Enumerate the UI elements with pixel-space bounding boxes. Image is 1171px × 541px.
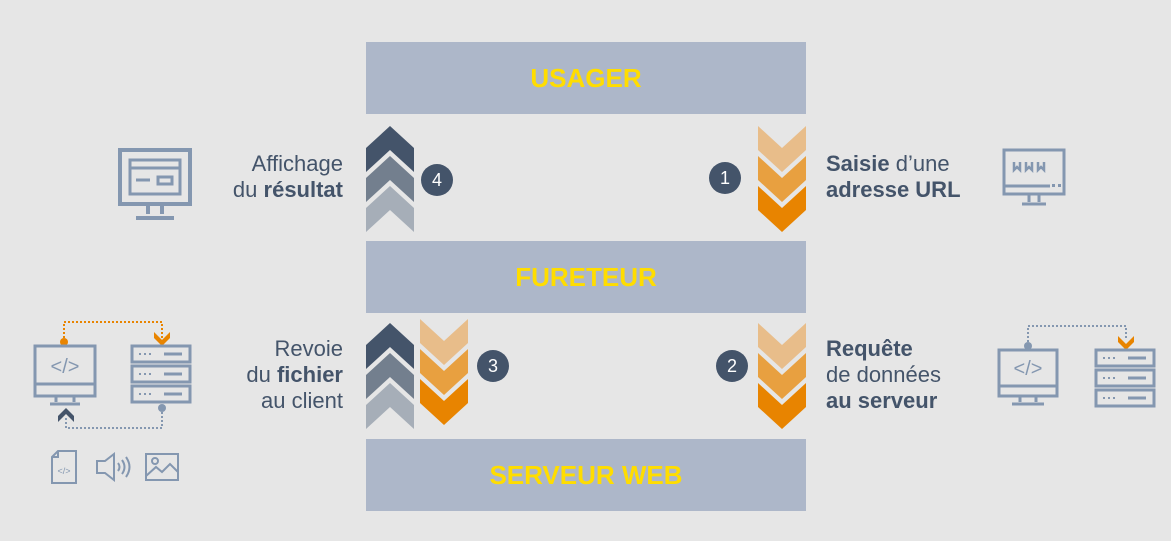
down-chevrons-step-2 bbox=[758, 323, 806, 429]
step-1-badge: 1 bbox=[709, 162, 741, 194]
layer-serveur-web-label: SERVEUR WEB bbox=[489, 459, 683, 490]
layer-usager-label: USAGER bbox=[530, 62, 642, 93]
step-2-label: Requête de données au serveur bbox=[826, 336, 941, 413]
code-file-icon: </> bbox=[51, 450, 77, 484]
layer-serveur-web: SERVEUR WEB bbox=[366, 439, 806, 511]
monitor-www-icon bbox=[1002, 148, 1066, 206]
layer-fureteur: FURETEUR bbox=[366, 241, 806, 313]
computer-to-server-icon: </> bbox=[997, 325, 1156, 408]
down-chevrons-step-3 bbox=[420, 319, 468, 425]
image-icon bbox=[145, 453, 179, 481]
up-chevrons-step-3 bbox=[366, 323, 414, 429]
svg-text:</>: </> bbox=[51, 356, 80, 378]
step-3-label: Revoie du fichier au client bbox=[246, 336, 343, 413]
monitor-layout-icon bbox=[118, 148, 192, 220]
step-4-badge: 4 bbox=[421, 164, 453, 196]
down-chevrons-step-1 bbox=[758, 126, 806, 232]
up-chevrons-step-4 bbox=[366, 126, 414, 232]
svg-text:</>: </> bbox=[1014, 358, 1043, 380]
step-3-badge: 3 bbox=[477, 350, 509, 382]
audio-icon bbox=[96, 452, 131, 482]
step-1-label: Saisie d’une adresse URL bbox=[826, 151, 961, 202]
server-to-computer-icon: </> bbox=[33, 321, 192, 429]
layer-usager: USAGER bbox=[366, 42, 806, 114]
step-4-label: Affichage du résultat bbox=[232, 151, 343, 202]
step-2-badge: 2 bbox=[716, 350, 748, 382]
layer-fureteur-label: FURETEUR bbox=[515, 261, 657, 292]
svg-text:</>: </> bbox=[57, 466, 70, 476]
